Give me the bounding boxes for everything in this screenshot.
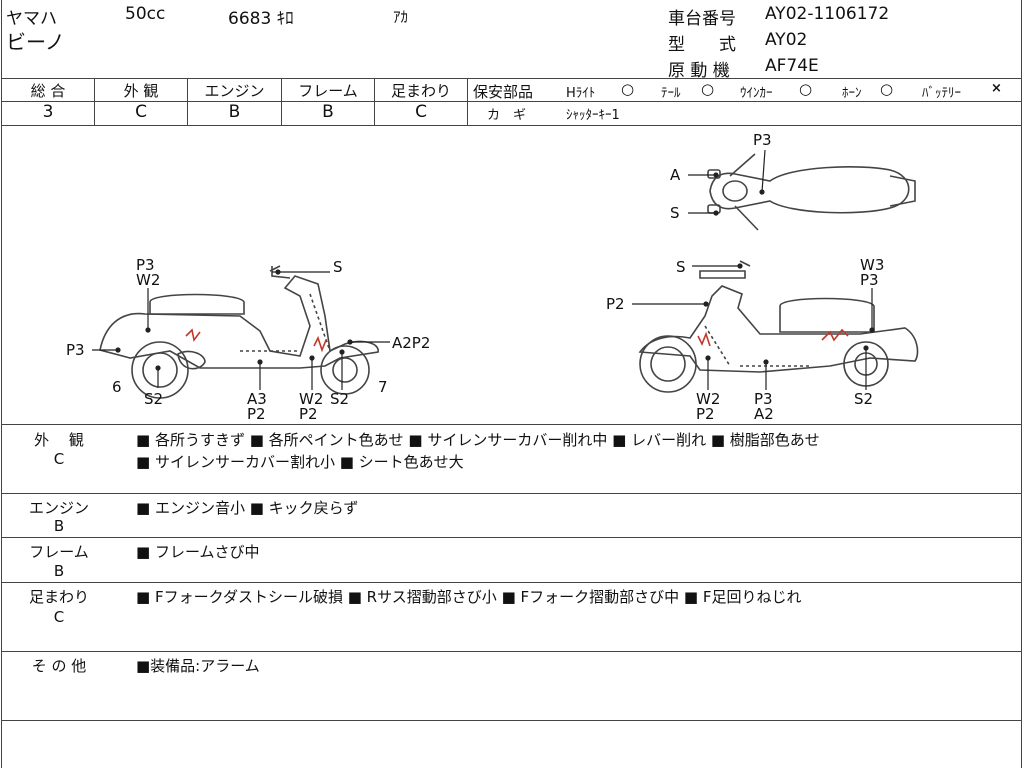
diagram-label: P2 <box>606 295 625 313</box>
engine-grade-label: エンジン <box>204 82 265 100</box>
headlight-label: Hﾗｲﾄ <box>566 86 596 101</box>
safety-mid <box>467 101 1022 102</box>
taillight-status: ○ <box>701 80 715 98</box>
section-label-exterior: 外 観 <box>34 431 84 449</box>
diagram-label: 6 <box>112 378 122 396</box>
key-value: ｼｬｯﾀｰｷｰ1 <box>566 108 620 123</box>
headlight-status: ○ <box>621 80 635 98</box>
frame-grade: B <box>322 102 334 122</box>
diagram-label: S2 <box>144 390 163 408</box>
scooter-left-view <box>99 265 379 399</box>
section-grade-engine: B <box>53 517 65 535</box>
diagram-label: A2 <box>754 405 774 423</box>
diagram-label: P3 <box>66 341 85 359</box>
diagram-label: A <box>670 166 681 184</box>
body-color: ｱｶ <box>393 8 409 26</box>
grade-divider <box>187 78 188 126</box>
diagram-label: 7 <box>378 378 388 396</box>
section-label-frame: フレーム <box>29 543 89 561</box>
suspension-grade: C <box>415 102 427 122</box>
model-name: ビーノ <box>6 30 65 54</box>
grade-table-bottom <box>1 125 1022 126</box>
diagram-label: W3 <box>860 256 884 274</box>
section-grade-frame: B <box>53 562 65 580</box>
key-label: カ ギ <box>487 108 527 123</box>
diagram-label: W2 <box>696 390 720 408</box>
mileage: 6683 ｷﾛ <box>228 9 294 29</box>
winker-label: ｳｲﾝｶｰ <box>740 86 773 101</box>
diagram-bottom-border <box>1 424 1022 425</box>
diagram-label: P3 <box>860 271 879 289</box>
battery-label: ﾊﾞｯﾃﾘｰ <box>922 86 961 101</box>
diagram-label: P3 <box>754 390 773 408</box>
section-text-suspension: ■ Fフォークダストシール破損 ■ Rサス摺動部さび小 ■ Fフォーク摺動部さび… <box>136 588 802 606</box>
section-text-exterior-1: ■ 各所うすきず ■ 各所ペイント色あせ ■ サイレンサーカバー削れ中 ■ レバ… <box>136 431 820 449</box>
frame-no-label: 車台番号 <box>668 9 736 29</box>
grade-table-top <box>1 78 1022 79</box>
grade-divider <box>467 78 468 126</box>
horn-label: ﾎｰﾝ <box>842 86 862 101</box>
diagram-label: S <box>676 258 686 276</box>
diagram-label: W2 <box>299 390 323 408</box>
section-label-other: そ の 他 <box>31 657 87 675</box>
diagram-label: A3 <box>247 390 267 408</box>
frame-grade-label: フレーム <box>298 82 358 100</box>
diagram-label: A2P2 <box>392 334 430 352</box>
section-text-frame: ■ フレームさび中 <box>136 543 260 561</box>
grade-table-mid <box>1 101 467 102</box>
type-value: AY02 <box>765 30 808 50</box>
engine-label: 原 動 機 <box>668 61 730 81</box>
overall-grade: 3 <box>42 102 54 122</box>
horn-status: ○ <box>880 80 894 98</box>
maker: ヤマハ <box>6 9 57 29</box>
diagram-label: P2 <box>299 405 318 423</box>
exterior-label: 外 観 <box>123 82 159 100</box>
engine-value: AF74E <box>765 56 819 76</box>
displacement: 50cc <box>125 4 166 24</box>
diagram-label: W2 <box>136 271 160 289</box>
diagram-label: S <box>333 258 343 276</box>
grade-divider <box>94 78 95 126</box>
diagram-label: P2 <box>247 405 266 423</box>
battery-status: × <box>991 81 1002 96</box>
diagram-label: P3 <box>753 131 772 149</box>
diagram-label: S <box>670 204 680 222</box>
section-text-exterior-2: ■ サイレンサーカバー割れ小 ■ シート色あせ大 <box>136 453 464 471</box>
section-text-engine: ■ エンジン音小 ■ キック戻らず <box>136 499 359 517</box>
diagram-label: P3 <box>136 256 155 274</box>
frame-no: AY02-1106172 <box>765 4 890 24</box>
winker-status: ○ <box>799 80 813 98</box>
scooter-top-view <box>707 153 916 231</box>
frame-left-border <box>1 0 2 768</box>
scooter-right-view <box>638 260 919 393</box>
grade-divider <box>374 78 375 126</box>
section-divider <box>1 651 1022 652</box>
overall-label: 総 合 <box>30 82 66 100</box>
section-grade-suspension: C <box>53 608 65 626</box>
diagram-label: P2 <box>696 405 715 423</box>
exterior-grade: C <box>135 102 147 122</box>
section-label-engine: エンジン <box>28 499 89 517</box>
scooter-damage-diagram: P3 A S P3 W2 S P3 A2P2 6 S2 A3 P2 W2 P2 … <box>66 131 919 423</box>
section-text-other: ■装備品:アラーム <box>136 657 260 675</box>
engine-grade: B <box>228 102 241 122</box>
grade-divider <box>281 78 282 126</box>
section-label-suspension: 足まわり <box>28 588 89 606</box>
type-label: 型 式 <box>668 35 736 55</box>
diagram-label: S2 <box>330 390 349 408</box>
safety-label: 保安部品 <box>473 83 534 101</box>
suspension-grade-label: 足まわり <box>390 82 451 100</box>
section-divider <box>1 537 1022 538</box>
section-divider <box>1 582 1022 583</box>
section-grade-exterior: C <box>53 450 65 468</box>
taillight-label: ﾃｰﾙ <box>661 86 681 101</box>
diagram-label: S2 <box>854 390 873 408</box>
frame-right-border <box>1021 0 1022 768</box>
section-divider <box>1 720 1022 721</box>
section-divider <box>1 493 1022 494</box>
